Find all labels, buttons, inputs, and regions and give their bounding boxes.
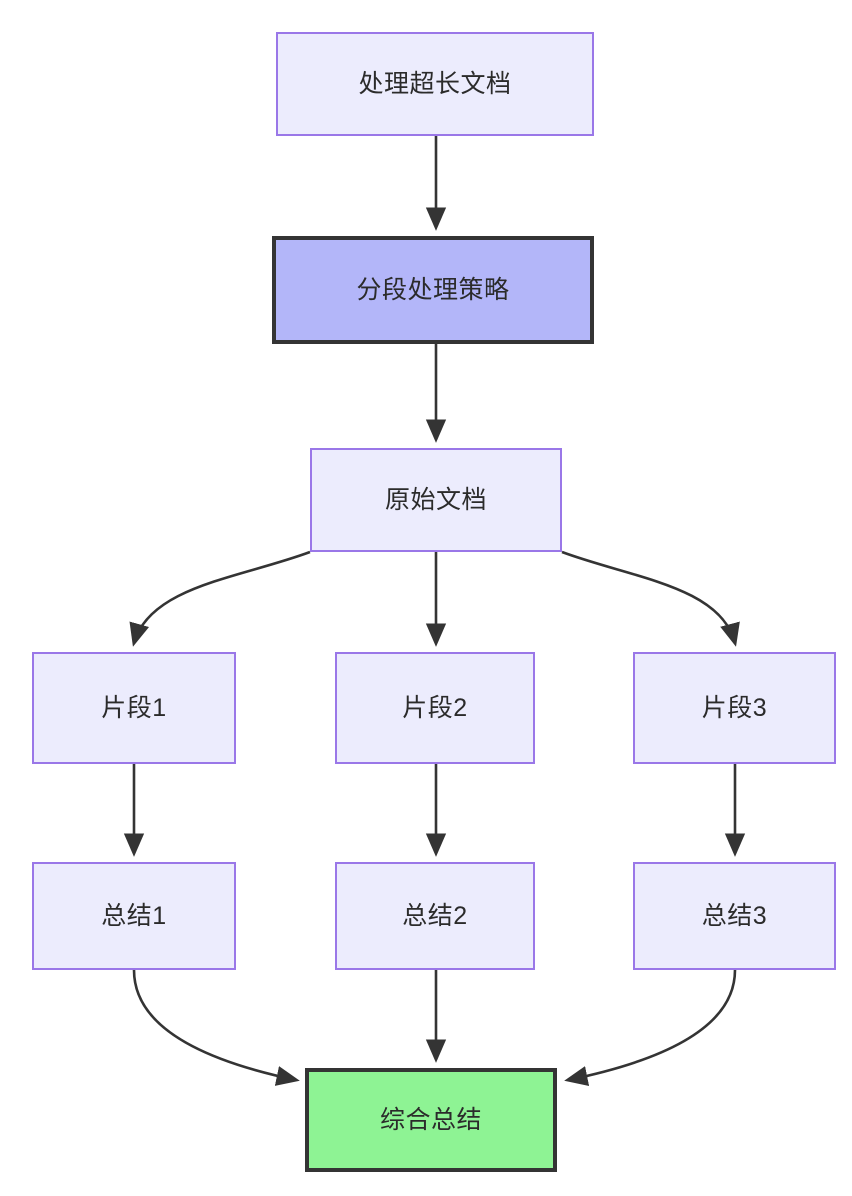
node-label: 分段处理策略 bbox=[356, 276, 510, 304]
node-label: 总结2 bbox=[402, 902, 468, 930]
node-process-long-document[interactable]: 处理超长文档 bbox=[276, 32, 594, 136]
node-chunking-strategy[interactable]: 分段处理策略 bbox=[272, 236, 594, 344]
node-fragment-3[interactable]: 片段3 bbox=[633, 652, 836, 764]
node-label: 综合总结 bbox=[379, 1106, 482, 1134]
node-summary-2[interactable]: 总结2 bbox=[335, 862, 535, 970]
node-summary-1[interactable]: 总结1 bbox=[32, 862, 236, 970]
edge-n3-n4 bbox=[129, 550, 311, 647]
node-label: 片段2 bbox=[402, 694, 468, 722]
edge-n9-n10 bbox=[564, 969, 737, 1087]
node-final-summary[interactable]: 综合总结 bbox=[305, 1068, 557, 1172]
node-label: 片段1 bbox=[101, 694, 167, 722]
edge-n7-n10 bbox=[132, 969, 300, 1086]
node-label: 处理超长文档 bbox=[358, 70, 512, 98]
node-fragment-1[interactable]: 片段1 bbox=[32, 652, 236, 764]
node-fragment-2[interactable]: 片段2 bbox=[335, 652, 535, 764]
node-summary-3[interactable]: 总结3 bbox=[633, 862, 836, 970]
node-label: 总结3 bbox=[701, 902, 768, 930]
node-label: 片段3 bbox=[701, 694, 768, 722]
node-label: 总结1 bbox=[101, 902, 167, 930]
node-label: 原始文档 bbox=[384, 486, 487, 514]
edge-n3-n6 bbox=[561, 550, 740, 647]
node-original-document[interactable]: 原始文档 bbox=[310, 448, 562, 552]
